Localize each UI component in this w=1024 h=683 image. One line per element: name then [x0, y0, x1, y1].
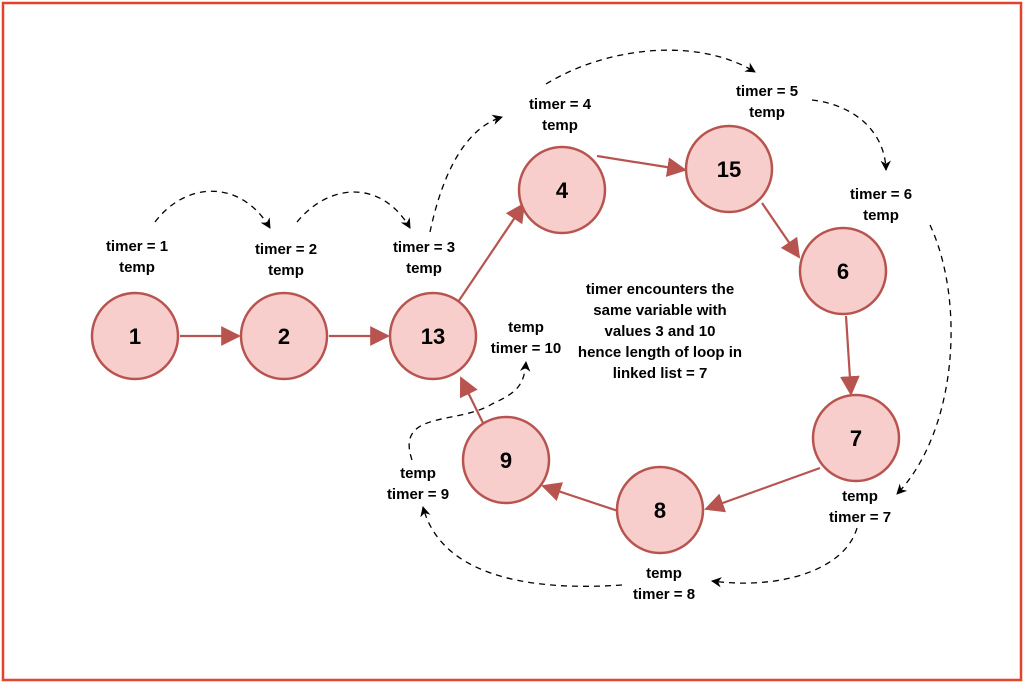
- node-8: 8: [615, 465, 705, 555]
- step-label-2: timer = 2 temp: [255, 241, 317, 279]
- step-label-3: timer = 3 temp: [393, 239, 455, 277]
- loop-length-note: timer encounters the same variable with …: [578, 281, 742, 382]
- note-line-5: linked list = 7: [613, 365, 708, 382]
- node-1: 1: [90, 291, 180, 381]
- note-line-3: values 3 and 10: [605, 323, 716, 340]
- step-1-line-2: temp: [119, 259, 155, 276]
- step-9-line-1: temp: [400, 465, 436, 482]
- edge-15-to-6: [761, 202, 801, 259]
- step-10-line-1: temp: [508, 319, 544, 336]
- edge-7-to-8: [704, 466, 821, 513]
- node-13-label: 13: [421, 324, 445, 349]
- step-3-line-1: timer = 3: [393, 239, 455, 256]
- trail-7-to-8: [710, 527, 858, 588]
- step-labels: timer = 1 temp timer = 2 temp timer = 3 …: [106, 83, 912, 603]
- step-label-10: temp timer = 10: [491, 319, 561, 357]
- step-7-line-2: timer = 7: [829, 509, 891, 526]
- step-4-line-2: temp: [542, 117, 578, 134]
- trail-3-to-4: [429, 114, 503, 233]
- step-8-line-2: timer = 8: [633, 586, 695, 603]
- step-5-line-2: temp: [749, 104, 785, 121]
- node-7: 7: [811, 393, 901, 483]
- node-1-label: 1: [129, 324, 141, 349]
- edge-8-to-9: [541, 482, 619, 513]
- step-label-6: timer = 6 temp: [850, 186, 912, 224]
- node-4-label: 4: [556, 178, 569, 203]
- edge-4-to-15: [596, 154, 687, 177]
- step-9-line-2: timer = 9: [387, 486, 449, 503]
- step-label-1: timer = 1 temp: [106, 238, 168, 276]
- node-15: 15: [684, 124, 774, 214]
- node-6: 6: [798, 226, 888, 316]
- node-8-label: 8: [654, 498, 666, 523]
- step-1-line-1: timer = 1: [106, 238, 168, 255]
- node-2-label: 2: [278, 324, 290, 349]
- step-2-line-1: timer = 2: [255, 241, 317, 258]
- node-6-label: 6: [837, 259, 849, 284]
- step-4-line-1: timer = 4: [529, 96, 592, 113]
- node-15-label: 15: [717, 157, 741, 182]
- trail-9-to-10: [408, 360, 531, 461]
- step-10-line-2: timer = 10: [491, 340, 561, 357]
- step-6-line-2: temp: [863, 207, 899, 224]
- node-9: 9: [461, 415, 551, 505]
- node-9-label: 9: [500, 448, 512, 473]
- edge-6-to-7: [839, 315, 860, 396]
- step-label-9: temp timer = 9: [387, 465, 449, 503]
- step-label-8: temp timer = 8: [633, 565, 695, 603]
- edge-13-to-4: [457, 202, 526, 303]
- note-line-2: same variable with: [593, 302, 726, 319]
- node-4: 4: [517, 145, 607, 235]
- note-line-1: timer encounters the: [586, 281, 734, 298]
- step-label-4: timer = 4 temp: [529, 96, 592, 134]
- note-line-4: hence length of loop in: [578, 344, 742, 361]
- step-label-5: timer = 5 temp: [736, 83, 798, 121]
- step-8-line-1: temp: [646, 565, 682, 582]
- trail-1-to-2: [154, 190, 271, 229]
- node-2: 2: [239, 291, 329, 381]
- step-5-line-1: timer = 5: [736, 83, 798, 100]
- trail-4-to-5: [545, 49, 756, 85]
- step-label-7: temp timer = 7: [829, 488, 891, 526]
- node-13: 13: [388, 291, 478, 381]
- edges: [180, 154, 860, 513]
- step-6-line-1: timer = 6: [850, 186, 912, 203]
- step-2-line-2: temp: [268, 262, 304, 279]
- step-7-line-1: temp: [842, 488, 878, 505]
- timer-trail: [154, 49, 952, 588]
- nodes: 1 2 13 4 15 6 7 8: [90, 124, 901, 555]
- trail-5-to-6: [811, 99, 891, 172]
- trail-8-to-9: [420, 505, 623, 587]
- trail-2-to-3: [296, 191, 411, 229]
- node-7-label: 7: [850, 426, 862, 451]
- trail-6-to-7: [896, 224, 952, 495]
- step-3-line-2: temp: [406, 260, 442, 277]
- edge-9-to-13: [459, 376, 484, 424]
